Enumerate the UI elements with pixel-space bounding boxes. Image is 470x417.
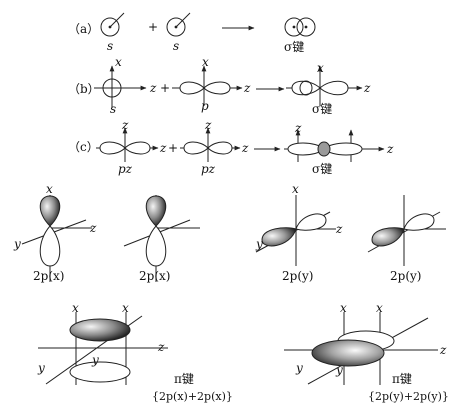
z-axis-label-c3: z bbox=[294, 121, 302, 135]
pz-label-1: pz bbox=[118, 162, 133, 176]
x-axis-label-b2: x bbox=[202, 55, 209, 69]
row-a-marker: （a） bbox=[68, 22, 99, 36]
plus-a: + bbox=[148, 20, 158, 34]
z-axis-label-b3: z bbox=[363, 81, 371, 95]
row-c: （c） z z pz + z z pz bbox=[68, 118, 394, 176]
s-label-2: s bbox=[173, 39, 179, 53]
s-orbital-b bbox=[94, 65, 147, 108]
x-axis-label-c1: z bbox=[159, 141, 167, 155]
pi-py-y: y bbox=[335, 363, 343, 377]
sigma-label-a: σ键 bbox=[284, 40, 304, 54]
pi-py-z: z bbox=[439, 343, 447, 357]
orbital-2px-1-x: x bbox=[46, 182, 53, 196]
pi-bond-px bbox=[38, 312, 168, 385]
row-c-marker: （c） bbox=[68, 140, 99, 154]
s-label-b: s bbox=[110, 102, 116, 116]
orbital-2py-1-y: y bbox=[255, 237, 263, 251]
pi-py-x2: x bbox=[376, 301, 383, 315]
s-orbital-2 bbox=[166, 12, 191, 37]
pi-px-title: π键 bbox=[174, 372, 194, 386]
row-a: （a） s + s σ键 bbox=[68, 12, 316, 54]
pi-px-y-axis: y bbox=[37, 361, 45, 375]
orbital-2px-1 bbox=[21, 195, 92, 282]
z-axis-label-c1: z bbox=[121, 118, 129, 132]
sigma-bond-c bbox=[284, 129, 385, 162]
pi-px-formula: {2p(x)+2p(x)} bbox=[152, 390, 233, 403]
orbital-2px-1-y: y bbox=[13, 237, 21, 251]
sigma-bond-b bbox=[286, 65, 363, 106]
row-b-marker: （b） bbox=[68, 82, 100, 96]
s-orbital-1 bbox=[100, 12, 125, 37]
orbital-2px-2-label: 2p(x) bbox=[139, 269, 170, 283]
row-b: （b） x z s + x z p x z σ键 bbox=[68, 55, 371, 116]
pi-px-x2: x bbox=[122, 301, 129, 315]
pi-py-title: π键 bbox=[392, 372, 412, 386]
sigma-label-b: σ键 bbox=[312, 102, 332, 116]
sigma-label-c: σ键 bbox=[312, 162, 332, 176]
x-axis-label-c2: z bbox=[241, 141, 249, 155]
orbital-2px-1-z: z bbox=[89, 221, 97, 235]
pi-px-x1: x bbox=[72, 301, 79, 315]
orbital-2py-1-x: x bbox=[292, 182, 299, 196]
p-label-b: p bbox=[201, 99, 209, 113]
pi-py-formula: {2p(y)+2p(y)} bbox=[368, 390, 449, 403]
orbital-2py-1-z: z bbox=[335, 222, 343, 236]
orbital-2py-1 bbox=[255, 195, 336, 266]
pz-orbital-1 bbox=[96, 127, 159, 162]
x-axis-label-b3: x bbox=[317, 61, 324, 75]
z-axis-label-c2: z bbox=[204, 118, 212, 132]
z-axis-label-b1: z bbox=[149, 81, 157, 95]
orbital-2px-1-label: 2p(x) bbox=[33, 269, 64, 283]
pi-px-z: z bbox=[157, 340, 165, 354]
x-axis-label-b1: x bbox=[115, 55, 122, 69]
orbital-2py-2-label: 2p(y) bbox=[390, 269, 421, 283]
pz-orbital-2 bbox=[180, 127, 241, 162]
pi-py-x1: x bbox=[340, 301, 347, 315]
pi-py-y-axis: y bbox=[295, 361, 303, 375]
sigma-bond-a bbox=[284, 17, 316, 37]
pi-px-y: y bbox=[91, 353, 99, 367]
orbital-2py-2 bbox=[367, 195, 446, 266]
x-axis-label-c3: z bbox=[386, 142, 394, 156]
pi-bond-py bbox=[284, 312, 438, 385]
plus-c: + bbox=[168, 141, 178, 155]
p-orbital-b bbox=[172, 65, 243, 106]
orbital-2py-1-label: 2p(y) bbox=[282, 269, 313, 283]
pz-label-2: pz bbox=[201, 162, 216, 176]
s-label-1: s bbox=[107, 39, 113, 53]
z-axis-label-b2: z bbox=[243, 81, 251, 95]
orbital-2px-2 bbox=[123, 195, 200, 282]
plus-b: + bbox=[160, 81, 170, 95]
